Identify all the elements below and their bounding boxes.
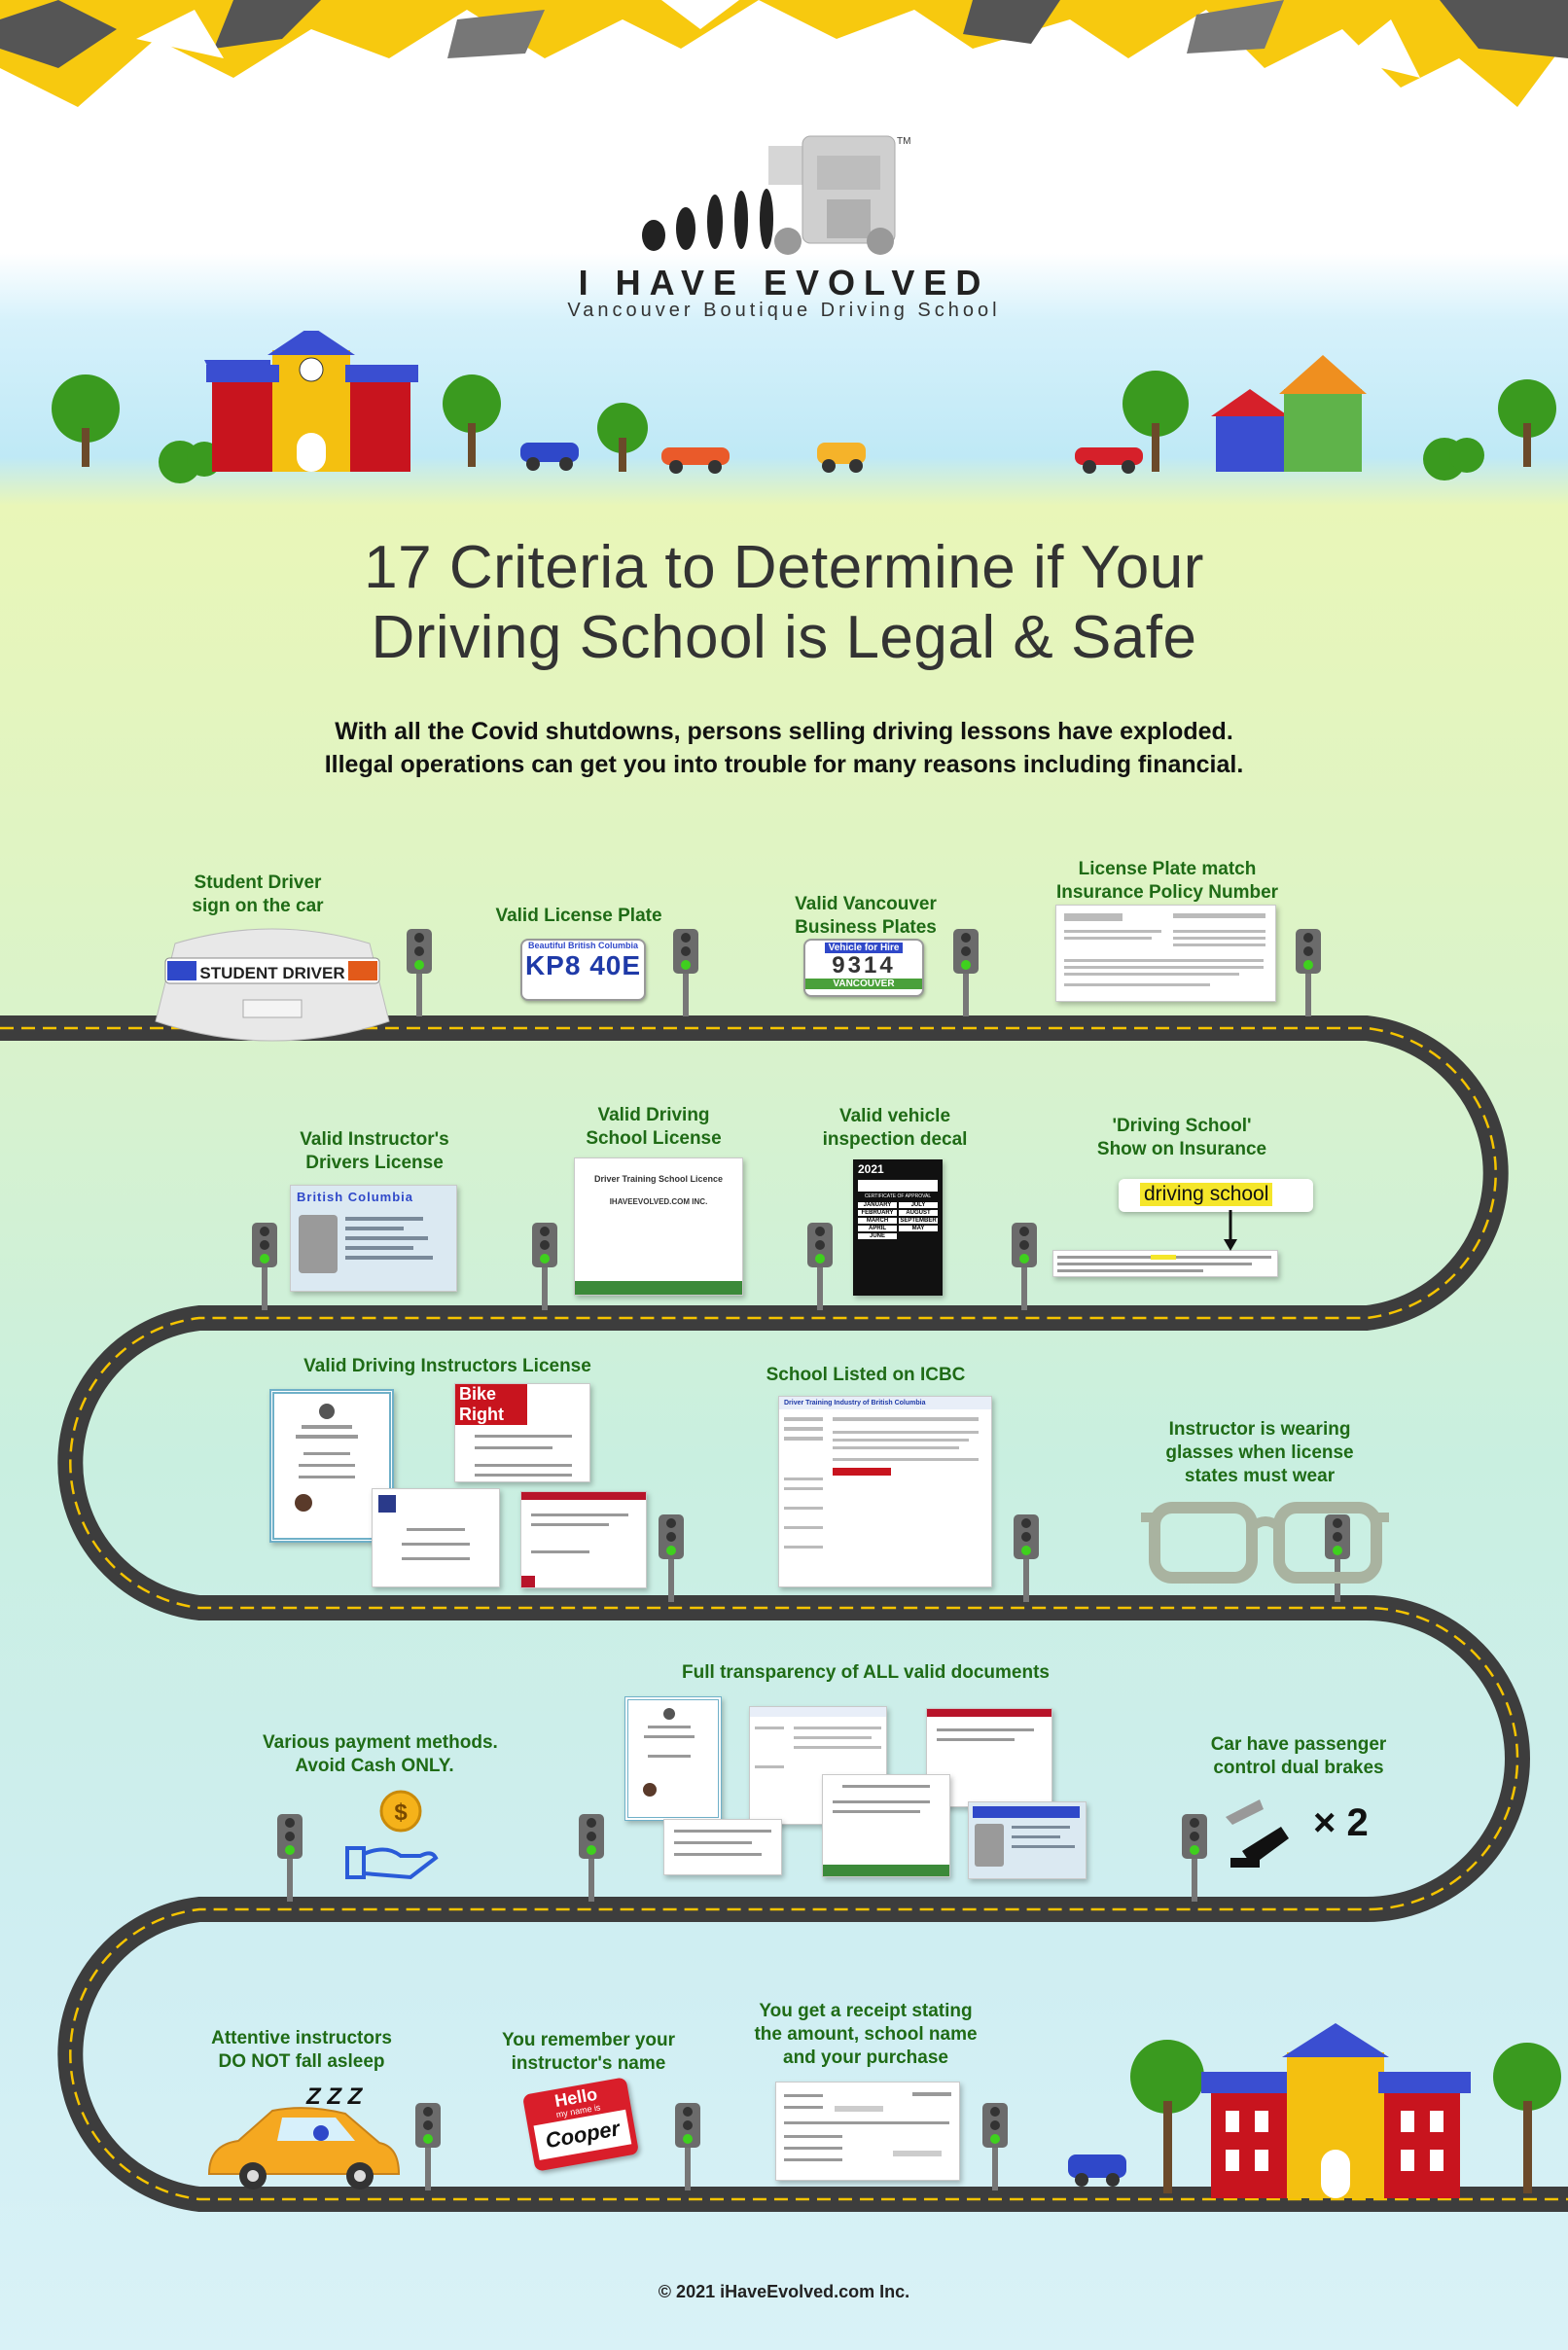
- glasses-icon: [1141, 1502, 1389, 1584]
- page-title-line1: 17 Criteria to Determine if Your: [364, 534, 1204, 601]
- criterion-9-label: Valid Driving Instructors License: [303, 1356, 591, 1376]
- bike-right-text: Bike Right: [455, 1384, 527, 1425]
- brand-name: I HAVE EVOLVED: [578, 263, 990, 303]
- license-province-header: British Columbia: [297, 1190, 414, 1204]
- intro-line1: With all the Covid shutdowns, persons se…: [335, 718, 1233, 745]
- trademark-mark: TM: [897, 136, 910, 147]
- criterion-2-label: Valid License Plate: [495, 906, 662, 926]
- business-plate-image: Vehicle for Hire 9314 VANCOUVER: [803, 939, 924, 997]
- icbc-header: Driver Training Industry of British Colu…: [779, 1397, 991, 1409]
- town-scenery: [52, 331, 1556, 483]
- payment-hand-coin-icon: $: [345, 1790, 439, 1880]
- documents-collage: [613, 1694, 1109, 1879]
- collage-drivers-license: [968, 1801, 1087, 1879]
- dual-brake-pedal-icon: [1226, 1799, 1289, 1868]
- criterion-10-label: School Listed on ICBC: [766, 1365, 966, 1385]
- receipt-image: [775, 2082, 960, 2181]
- collage-justice-cert: [663, 1819, 782, 1875]
- plate-number: KP8 40E: [524, 950, 642, 980]
- school-license-image: Driver Training School Licence IHAVEEVOL…: [574, 1157, 743, 1296]
- business-plate-top: Vehicle for Hire: [825, 943, 903, 953]
- business-plate-city: VANCOUVER: [805, 979, 922, 989]
- criterion-13-label: Various payment methods.Avoid Cash ONLY.: [263, 1732, 498, 1776]
- student-driver-car: STUDENT DRIVER: [155, 928, 390, 1042]
- plate-top-text: Beautiful British Columbia: [527, 941, 638, 950]
- insurance-detail-strip: [1052, 1250, 1278, 1277]
- destination-scene: [1068, 2023, 1561, 2198]
- logo-evolution-truck: TM: [642, 135, 910, 255]
- intro-line2: Illegal operations can get you into trou…: [324, 751, 1244, 778]
- student-driver-sign-text: STUDENT DRIVER: [199, 964, 344, 982]
- school-license-title: Driver Training School Licence: [593, 1174, 724, 1184]
- license-plate-image: Beautiful British Columbia KP8 40E: [520, 939, 646, 1001]
- business-plate-number: 9314: [832, 952, 896, 979]
- insurance-highlight: driving school: [1119, 1179, 1313, 1212]
- school-license-company: IHAVEEVOLVED.COM INC.: [609, 1197, 708, 1206]
- decal-months: JANUARY JULY FEBRUARY AUGUST MARCH SEPTE…: [858, 1202, 938, 1239]
- insurance-certificate-image: [1055, 905, 1276, 1002]
- decal-year: 2021: [858, 1162, 884, 1176]
- justice-institute-certificate: [372, 1488, 500, 1587]
- criterion-12-label: Full transparency of ALL valid documents: [682, 1662, 1050, 1683]
- top-banner: [0, 0, 1568, 107]
- zzz-text: Z Z Z: [305, 2086, 364, 2110]
- inspection-decal-image: 2021 CERTIFICATE OF APPROVAL JANUARY JUL…: [853, 1159, 943, 1296]
- decal-title: CERTIFICATE OF APPROVAL: [864, 1193, 932, 1199]
- pointer-arrow: [1224, 1210, 1237, 1251]
- criterion-8-label: 'Driving School'Show on Insurance: [1096, 1116, 1267, 1159]
- instructor-licence-certificate: [520, 1491, 647, 1588]
- dual-brake-count: × 2: [1313, 1801, 1369, 1844]
- instructor-drivers-license-image: British Columbia: [290, 1185, 457, 1292]
- collage-school-license: [822, 1774, 950, 1877]
- highlighted-phrase: driving school: [1140, 1183, 1273, 1206]
- bike-right-certificate: Bike Right: [454, 1383, 590, 1482]
- collage-classroom-cert: [624, 1696, 722, 1821]
- footer-copyright: © 2021 iHaveEvolved.com Inc.: [658, 2282, 910, 2301]
- advanced-classroom-certificate: [269, 1389, 394, 1543]
- brand-tagline: Vancouver Boutique Driving School: [567, 300, 1001, 321]
- icbc-listing-screenshot: Driver Training Industry of British Colu…: [778, 1396, 992, 1587]
- page-title-line2: Driving School is Legal & Safe: [371, 604, 1197, 671]
- dollar-sign: $: [394, 1799, 408, 1826]
- sleeping-driver-car: Z Z Z: [207, 2086, 401, 2190]
- license-photo: [299, 1215, 338, 1273]
